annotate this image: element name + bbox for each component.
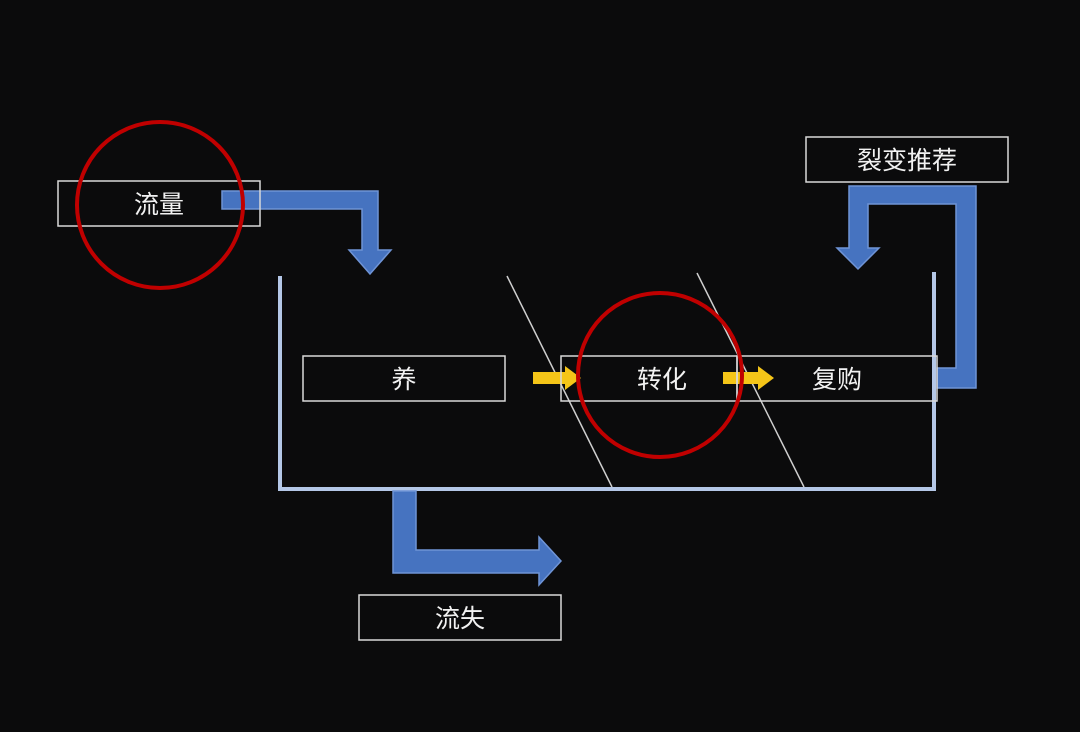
label-traffic: 流量 — [134, 190, 184, 219]
label-conversion: 转化 — [637, 365, 687, 394]
red-circle-conversion — [576, 291, 744, 459]
blue-arrow-churn-outflow — [392, 490, 563, 587]
label-churn: 流失 — [435, 604, 485, 633]
box-repurchase — [736, 355, 938, 402]
yellow-arrow-nurture-to-conversion — [533, 366, 581, 390]
container-bucket — [278, 272, 936, 491]
box-referral — [805, 136, 1009, 183]
label-nurture: 养 — [391, 365, 416, 394]
box-churn — [358, 594, 562, 641]
box-nurture — [302, 355, 506, 402]
blue-arrow-traffic-inflow — [221, 190, 393, 276]
red-circle-traffic — [75, 120, 245, 290]
label-referral: 裂变推荐 — [857, 146, 957, 175]
blue-arrow-referral-loop — [835, 185, 977, 389]
box-traffic — [57, 180, 261, 227]
label-repurchase: 复购 — [812, 365, 862, 394]
yellow-arrow-conversion-to-repurchase — [723, 366, 774, 390]
